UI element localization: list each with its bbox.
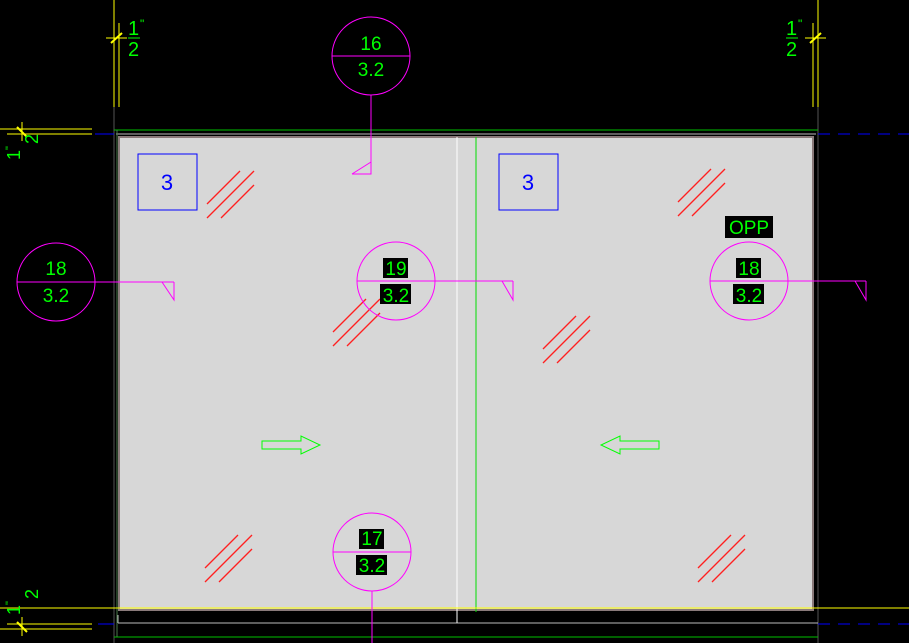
hatch-line	[691, 182, 726, 217]
svg-text:18: 18	[45, 259, 66, 280]
svg-text:1: 1	[4, 605, 24, 615]
hatch-line	[556, 329, 591, 364]
svg-text:18: 18	[738, 259, 759, 280]
svg-text:3: 3	[522, 170, 534, 195]
hatch-line	[542, 315, 591, 364]
section-bubble-16[interactable]: 16 3.2	[331, 16, 411, 96]
opp-label: OPP	[725, 216, 773, 239]
dim-top-right: 1 " 2	[786, 17, 802, 61]
hatch-line	[220, 184, 255, 219]
svg-text:19: 19	[385, 259, 406, 280]
hatch-line	[218, 548, 253, 583]
hatch-line	[677, 168, 712, 203]
hatch-line	[206, 170, 255, 219]
svg-text:": "	[4, 601, 16, 605]
hatch-line	[711, 548, 746, 583]
section-bubble-19[interactable]: 19 3.2	[356, 241, 436, 321]
section-bubble-18-left[interactable]: 18 3.2	[16, 242, 96, 322]
dim-left-top: 1 " 2	[4, 134, 42, 160]
svg-text:1: 1	[786, 18, 797, 40]
hatch-line	[204, 534, 239, 569]
hatch-line	[332, 298, 367, 333]
glass-panel	[118, 136, 814, 611]
svg-text:1: 1	[4, 150, 24, 160]
hatch-line	[677, 168, 726, 217]
slide-arrow-right-icon	[261, 435, 322, 455]
dim-top-left: 1 " 2	[128, 17, 144, 61]
slide-arrow-left-icon	[599, 435, 660, 455]
svg-text:2: 2	[128, 39, 139, 61]
section-lines	[95, 95, 867, 643]
svg-text:3.2: 3.2	[359, 556, 385, 577]
section-bubble-18-right[interactable]: 18 3.2	[709, 241, 789, 321]
section-bubble-17[interactable]: 17 3.2	[332, 512, 412, 592]
svg-text:3: 3	[161, 170, 173, 195]
svg-text:17: 17	[361, 529, 382, 550]
svg-text:3.2: 3.2	[43, 286, 69, 307]
dim-left-bottom: 1 " 2	[4, 589, 42, 615]
hatch-line	[204, 534, 253, 583]
svg-text:": "	[140, 17, 144, 31]
hatch-line	[697, 534, 746, 583]
svg-text:1: 1	[128, 18, 139, 40]
hatch-line	[206, 170, 241, 205]
svg-text:3.2: 3.2	[736, 286, 762, 307]
svg-text:16: 16	[360, 34, 381, 55]
svg-text:": "	[798, 17, 802, 31]
svg-text:3.2: 3.2	[358, 60, 384, 81]
hatch-line	[697, 534, 732, 569]
svg-text:2: 2	[786, 39, 797, 61]
svg-text:2: 2	[22, 589, 42, 599]
hatch-line	[332, 298, 381, 347]
hatch-line	[542, 315, 577, 350]
svg-text:2: 2	[22, 134, 42, 144]
panel-tag-left[interactable]: 3	[137, 153, 198, 211]
svg-text:OPP: OPP	[729, 218, 769, 239]
panel-tag-right[interactable]: 3	[498, 153, 559, 211]
hatch-line	[346, 312, 381, 347]
glass-hatch-marks	[204, 168, 746, 583]
svg-text:": "	[4, 146, 16, 150]
svg-text:3.2: 3.2	[383, 286, 409, 307]
